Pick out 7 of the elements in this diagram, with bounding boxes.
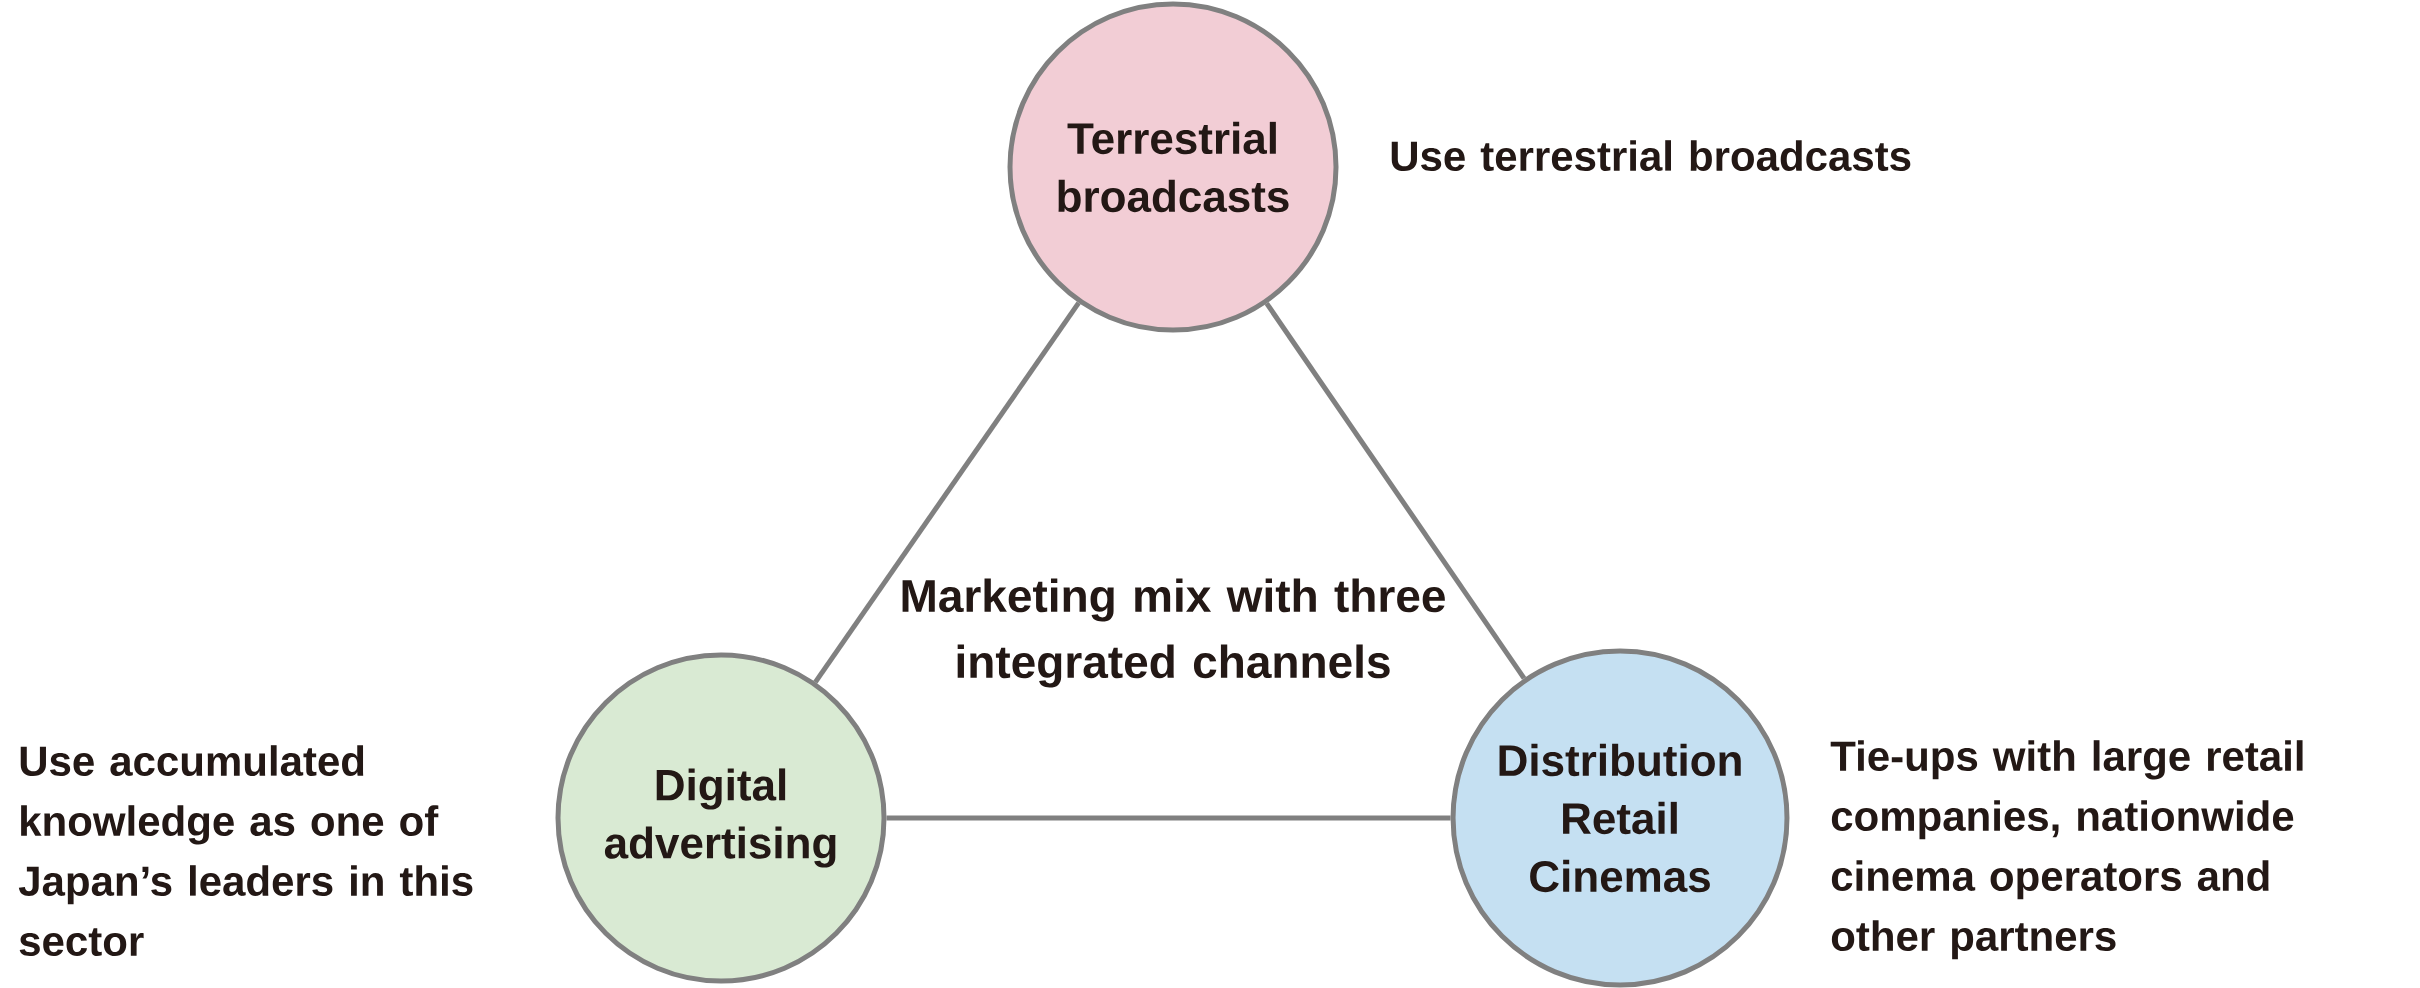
description-text: Tie-ups with large retail companies, nationwide cinema operators and other partners — [1830, 740, 2303, 960]
connector-line — [886, 815, 1451, 821]
description-text: Use accumulated knowledge as one of Japan’s leaders in this sector — [18, 745, 473, 957]
center-label: Marketing mix with three integrated channels — [902, 578, 1445, 688]
connector-line — [813, 301, 1081, 684]
description-text: Use terrestrial broadcasts — [1391, 140, 1911, 172]
connector-line — [1264, 302, 1527, 680]
